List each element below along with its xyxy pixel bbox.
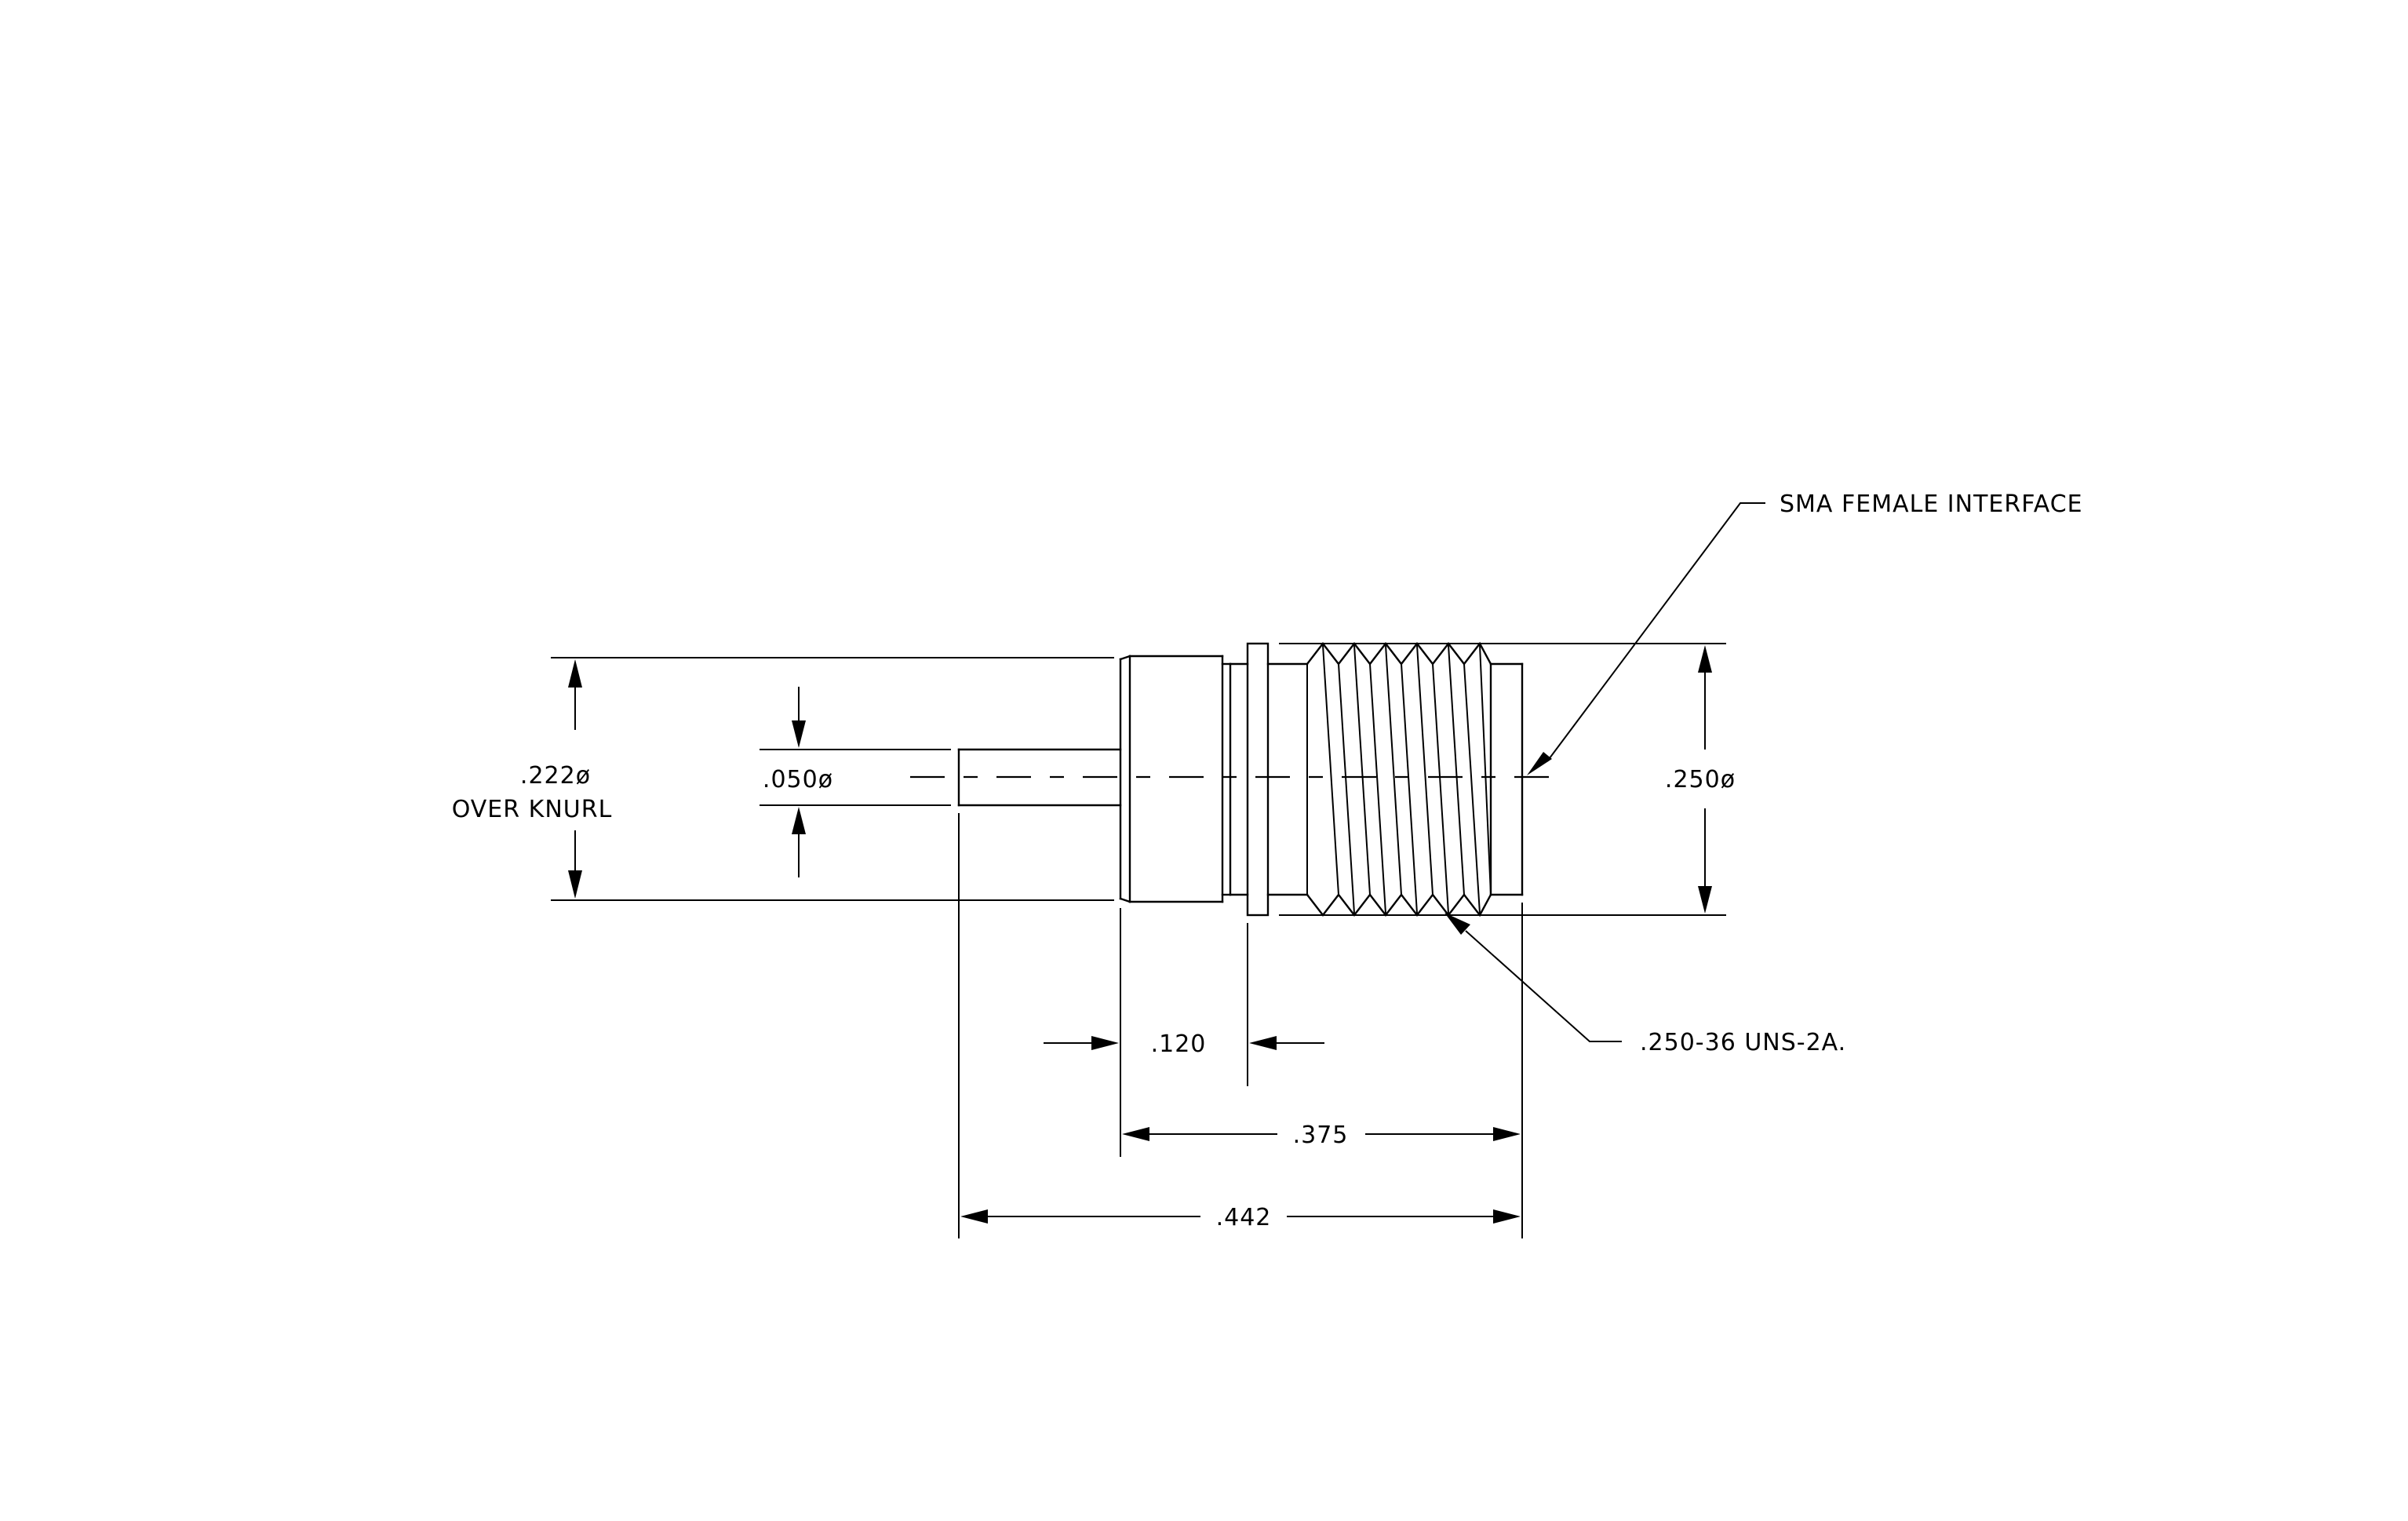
extension-lines (551, 643, 1726, 1238)
leader-thread (1444, 913, 1622, 1042)
overall-length-label: .442 (1216, 1204, 1272, 1231)
labels: .222ø OVER KNURL .050ø .250ø .120 .375 .… (452, 491, 2083, 1231)
knurl-length-label: .120 (1151, 1030, 1207, 1058)
arrow-left-icon (1249, 1036, 1277, 1050)
interface-callout: SMA FEMALE INTERFACE (1780, 491, 2083, 518)
arrow-right-icon (1493, 1127, 1521, 1141)
arrow-down-icon (568, 870, 582, 899)
arrow-right-icon (1493, 1209, 1521, 1224)
neck (1221, 662, 1232, 896)
knurl-diameter-note: OVER KNURL (452, 796, 613, 823)
flange (1229, 642, 1270, 917)
dim-knurl-diameter (568, 659, 582, 899)
dim-thread-diameter (1698, 645, 1712, 914)
arrow-down-icon (1698, 886, 1712, 914)
arrow-down-icon (792, 720, 806, 748)
leader-interface (1527, 502, 1765, 775)
dim-pin-diameter (792, 687, 806, 877)
arrow-icon (1444, 913, 1470, 935)
knurled-body (1119, 655, 1224, 903)
pin-diameter-label: .050ø (763, 766, 833, 793)
dim-overall-length (960, 1209, 1521, 1224)
center-pin (957, 748, 1122, 807)
body-length-label: .375 (1293, 1122, 1349, 1149)
arrow-up-icon (792, 807, 806, 834)
arrow-up-icon (568, 659, 582, 688)
connector-outline (910, 641, 1565, 917)
thread-callout: .250-36 UNS-2A. (1640, 1029, 1846, 1056)
front-shoulder (1489, 662, 1524, 896)
arrow-left-icon (1122, 1127, 1149, 1141)
arrow-right-icon (1091, 1036, 1119, 1050)
knurl-diameter-label: .222ø (520, 762, 591, 790)
arrow-up-icon (1698, 645, 1712, 673)
arrow-icon (1527, 752, 1552, 775)
dim-body-length (1122, 1127, 1521, 1141)
thread-diameter-label: .250ø (1665, 766, 1736, 793)
threaded-section (1266, 641, 1492, 917)
dim-knurl-length (1044, 1036, 1324, 1050)
arrow-left-icon (960, 1209, 988, 1224)
